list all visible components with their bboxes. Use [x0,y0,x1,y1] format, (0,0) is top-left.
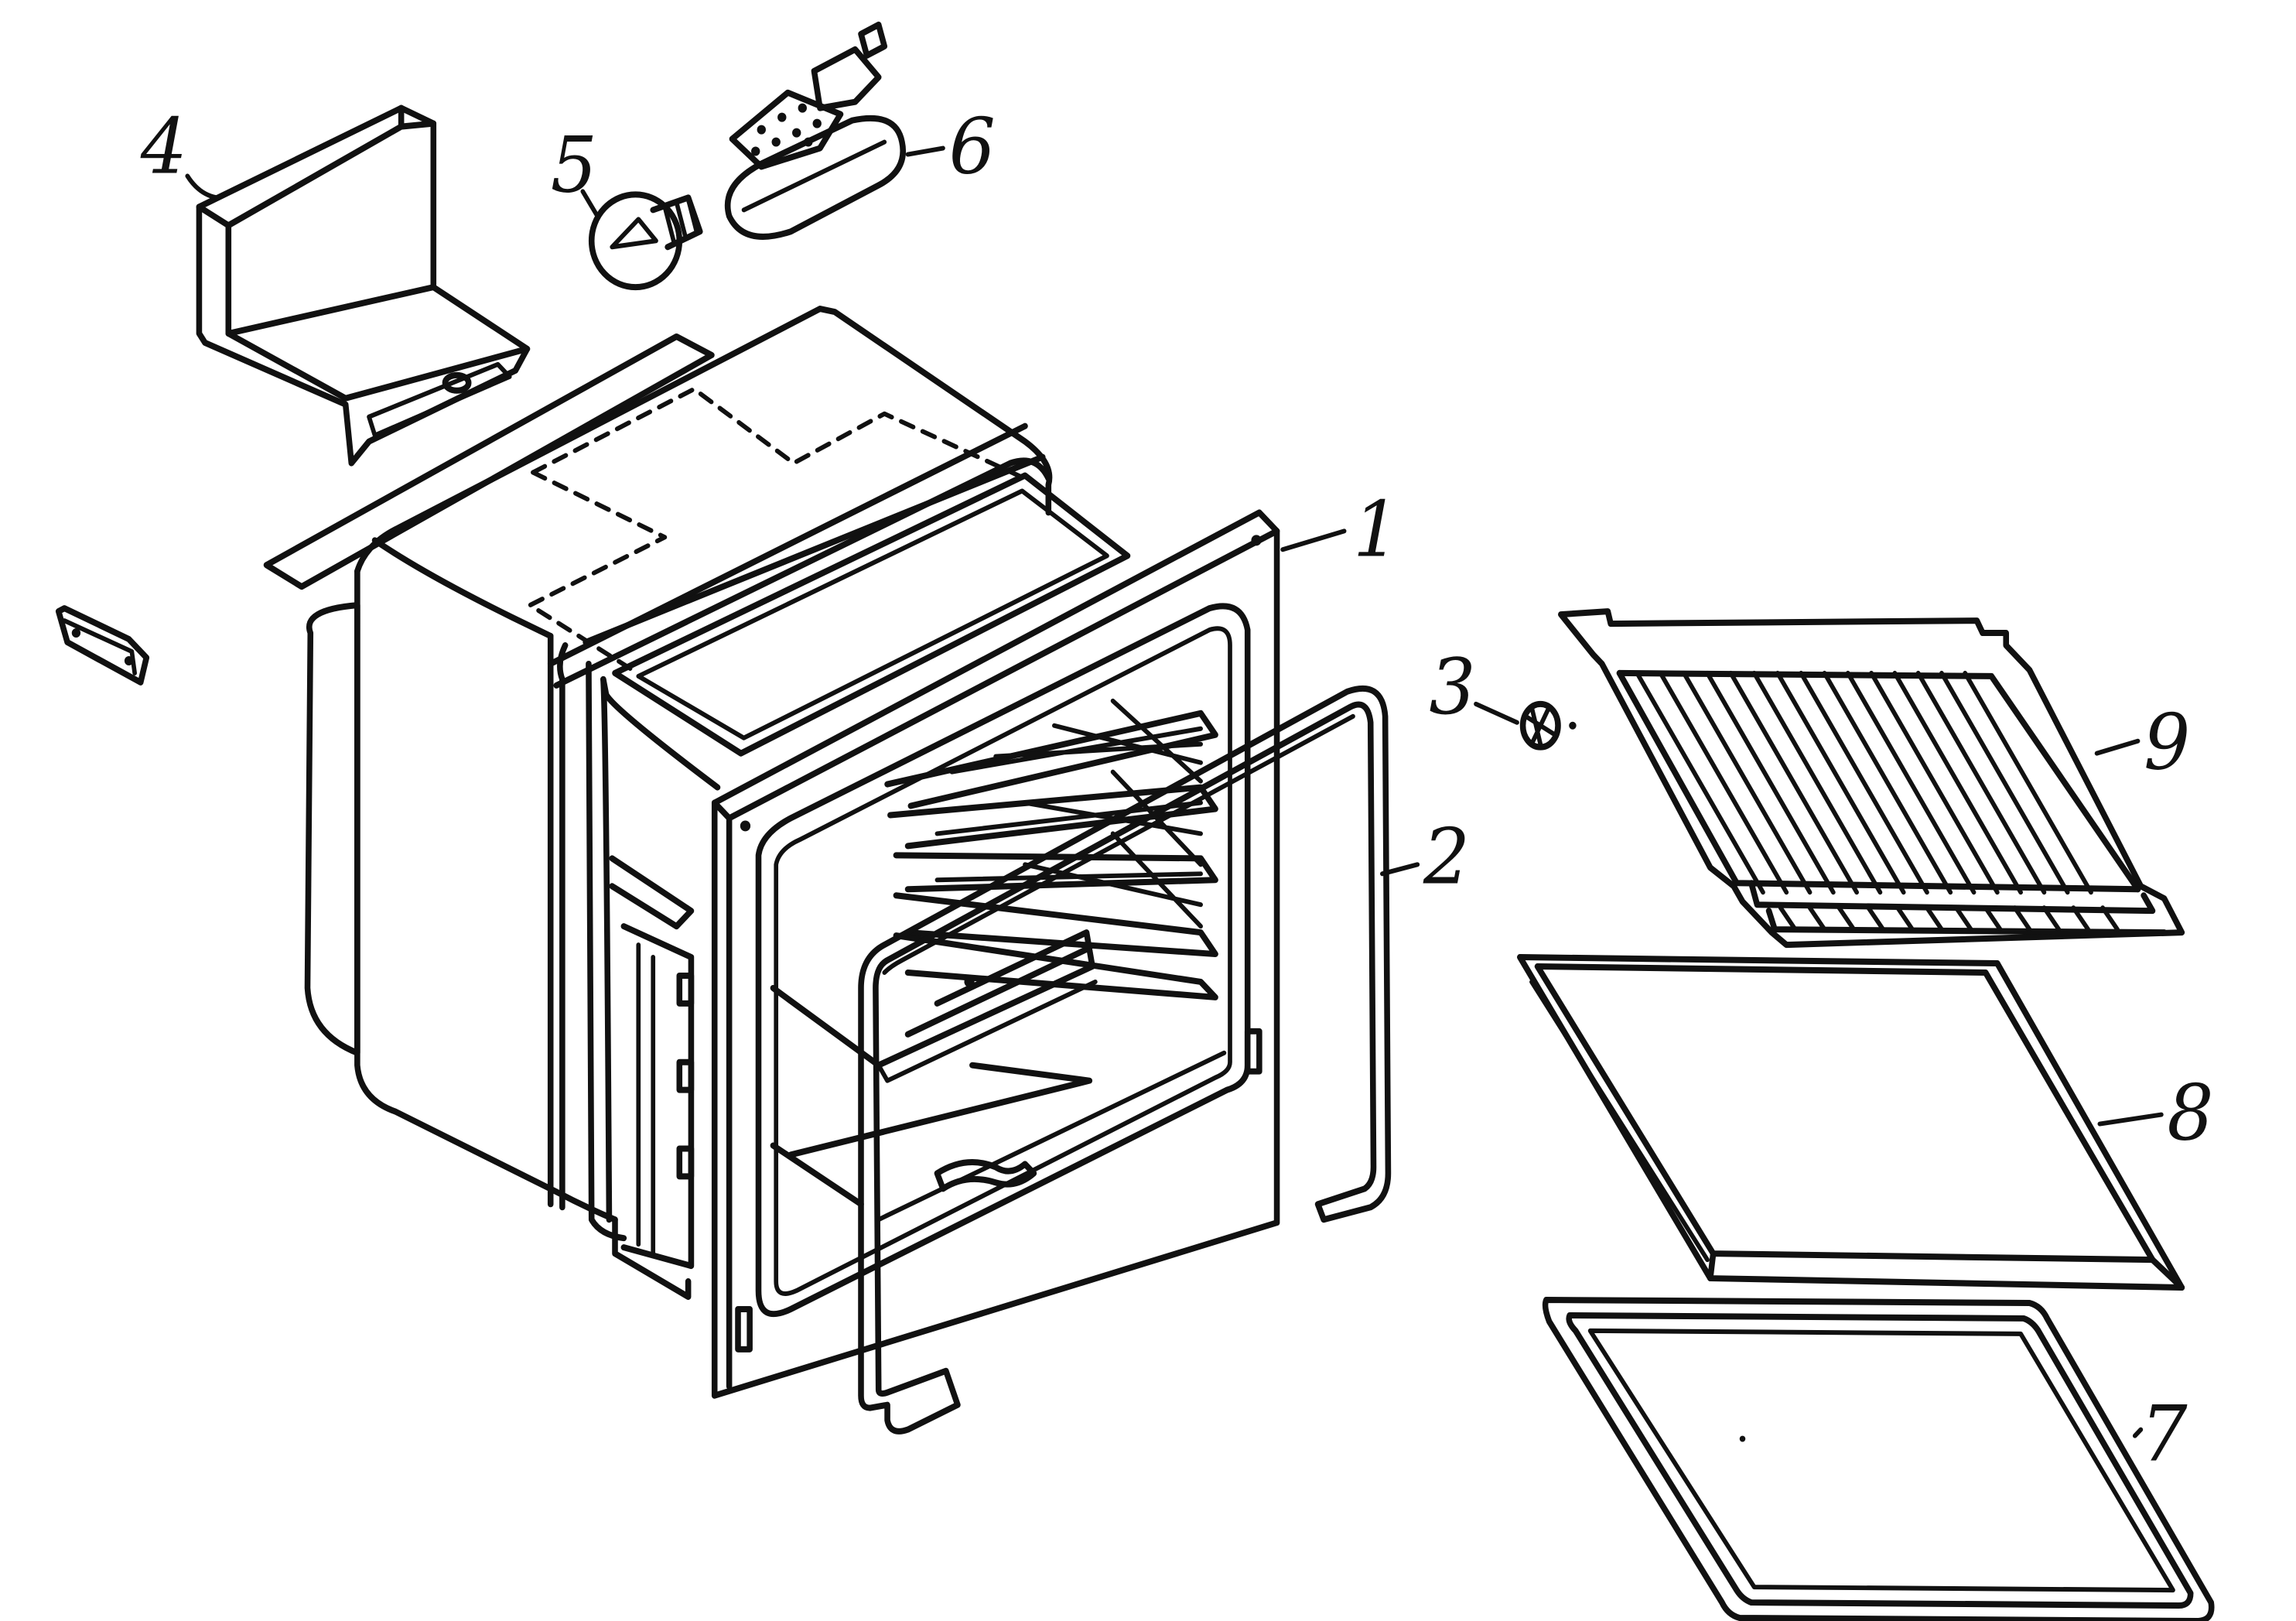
mounting-bracket [55,605,150,686]
leader-5 [580,189,600,219]
part-1-oven-cavity [263,306,1280,1399]
leader-9 [2094,738,2141,756]
callout-8: 8 [2167,1068,2213,1158]
leader-lines [185,145,2164,1438]
part-6-lamp-holder [724,21,906,240]
callout-5: 5 [551,120,597,210]
leader-4 [185,173,219,200]
leader-1 [1280,528,1347,552]
leader-3 [1474,701,1519,725]
leader-8 [2097,1112,2164,1127]
callout-9: 9 [2144,697,2190,787]
callout-labels: 1 2 3 4 5 6 7 8 9 [140,101,2214,1479]
part-7-deep-tray [1542,1297,2215,1621]
part-9-grill-rack [1558,608,2185,949]
part-8-baking-tray [1517,954,2185,1291]
part-2-door-gasket [858,686,1392,1435]
part-3-clip [1519,700,1577,751]
callout-6: 6 [949,101,996,191]
callout-7: 7 [2141,1389,2187,1479]
part-5-lamp-bulb [588,191,703,291]
callout-3: 3 [1429,641,1475,731]
leader-7 [2132,1427,2144,1438]
part-4-heat-shield [196,104,531,467]
callout-2: 2 [1423,812,1470,901]
leader-6 [905,145,945,157]
leader-2 [1380,862,1420,877]
callout-4: 4 [140,101,187,191]
callout-1: 1 [1353,484,1399,574]
